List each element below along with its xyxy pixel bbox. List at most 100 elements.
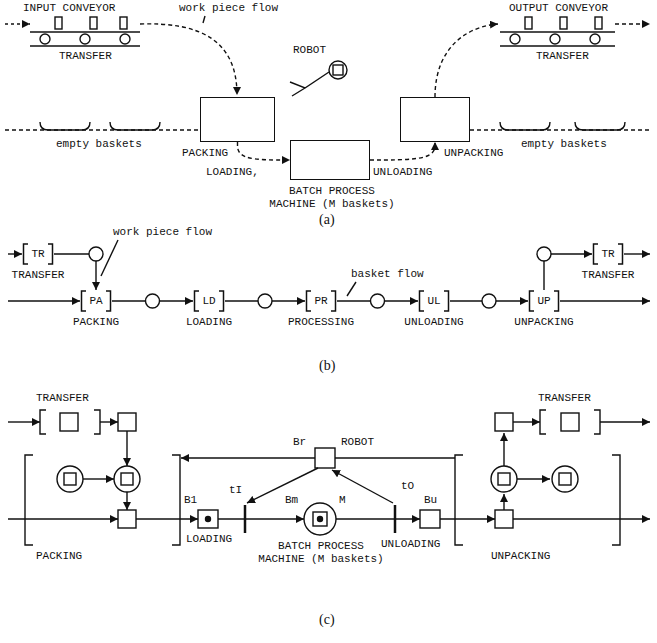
transition-code: LD: [202, 295, 215, 308]
drawing-part: [247, 468, 318, 503]
drawing-part: [40, 34, 50, 44]
drawing-part: [198, 510, 218, 528]
drawing-part: [590, 34, 600, 44]
text-label: UNPACKING: [490, 550, 551, 563]
drawing-part: [304, 503, 336, 535]
drawing-part: [550, 34, 560, 44]
drawing-part: [120, 34, 130, 44]
station-name: PROCESSING: [288, 316, 354, 329]
drawing-part: [600, 421, 650, 422]
transition-bar: ULUNLOADING: [418, 290, 450, 312]
drawing-part: [244, 505, 247, 533]
transition-code: PA: [89, 295, 102, 308]
flow-connector: [370, 142, 435, 160]
transition-bracket: [82, 291, 111, 311]
text-label: TRANSFER: [35, 392, 90, 405]
text-label: tO: [400, 480, 415, 493]
transition-bar: UPUNPACKING: [528, 290, 560, 312]
text-label: TRANSFER: [535, 50, 590, 63]
text-label: OUTPUT CONVEYOR: [508, 2, 609, 15]
drawing-part: [347, 282, 356, 296]
station-box: UNPACKING: [400, 97, 470, 142]
text-label: work piece flow: [178, 2, 279, 15]
drawing-part: [517, 478, 550, 479]
drawing-part: [120, 17, 127, 29]
drawing-part: [615, 23, 650, 24]
transition-bar: TRTRANSFER: [22, 243, 54, 265]
drawing-part: [559, 473, 571, 485]
drawing-part: [510, 34, 520, 44]
place-circle: [89, 247, 103, 261]
drawing-part: [495, 510, 513, 528]
transition-bracket: [594, 244, 623, 264]
transition-code: TR: [31, 248, 44, 261]
unpacking-net: [455, 410, 650, 545]
drawing-part: [525, 17, 532, 29]
drawing-part: [114, 466, 140, 492]
transition-bar: PAPACKING: [80, 290, 112, 312]
transition-bracket: [24, 244, 53, 264]
station-name: UNPACKING: [443, 147, 504, 160]
station-name: PACKING: [73, 316, 119, 329]
drawing-part: [513, 421, 540, 422]
drawing-part: [500, 122, 550, 130]
drawing-part: [8, 421, 40, 422]
text-label: ROBOT: [340, 436, 375, 449]
drawing-part: [575, 122, 625, 130]
flow-connector: [238, 142, 291, 160]
transition-code: TR: [601, 248, 614, 261]
drawing-part: [5, 129, 200, 130]
robot-symbol: [290, 61, 347, 96]
station-name: TRANSFER: [582, 269, 635, 282]
drawing-part: [329, 61, 347, 79]
drawing-part: [498, 473, 510, 485]
drawing-part: [595, 17, 602, 29]
station-box: BATCH PROCESS MACHINE (M baskets): [290, 140, 370, 180]
transition-bar: TRTRANSFER: [592, 243, 624, 265]
drawing-part: [495, 413, 513, 431]
station-name: UNLOADING: [404, 316, 463, 329]
basket-flow-line: [624, 253, 650, 254]
text-label: INPUT CONVEYOR: [22, 2, 116, 15]
text-label: TRANSFER: [58, 50, 113, 63]
drawing-part: [101, 240, 118, 276]
drawing-part: [491, 466, 517, 492]
transition-bar: PRPROCESSING: [305, 290, 337, 312]
text-label: empty baskets: [520, 138, 608, 151]
drawing-part: [455, 455, 620, 545]
drawing-part: [8, 518, 118, 519]
drawing-part: [110, 122, 160, 130]
transition-code: UP: [537, 295, 550, 308]
packing-net: [8, 455, 198, 545]
input-conveyor: [5, 17, 140, 46]
transition-code: PR: [314, 295, 327, 308]
station-box: PACKING: [200, 97, 275, 142]
drawing-part: [118, 510, 136, 528]
text-label: Br: [292, 436, 307, 449]
drawing-part: [100, 421, 118, 422]
place-circle: [258, 294, 272, 308]
drawing-part: [60, 413, 78, 431]
drawing-part: [336, 518, 420, 519]
work-piece-flow-arrow: [140, 24, 650, 97]
text-label: B1: [183, 494, 198, 507]
station-name: PACKING: [181, 147, 229, 160]
output-conveyor: [500, 17, 615, 46]
text-label: empty baskets: [55, 138, 143, 151]
drawing-part: [30, 45, 140, 46]
drawing-part: [561, 413, 579, 431]
drawing-part: [203, 16, 205, 23]
transfer-net-left: [8, 410, 136, 466]
drawing-part: [218, 518, 304, 519]
text-label: TRANSFER: [537, 392, 592, 405]
text-label: LOADING: [185, 533, 233, 546]
transition-bracket: [195, 291, 224, 311]
transition-bracket: [530, 291, 559, 311]
station-name: TRANSFER: [12, 269, 65, 282]
station-name: BATCH PROCESS MACHINE (M baskets): [266, 185, 398, 211]
drawing-part: [440, 518, 495, 519]
drawing-part: [90, 17, 97, 29]
drawing-part: [140, 24, 237, 95]
station-name: LOADING: [186, 316, 232, 329]
